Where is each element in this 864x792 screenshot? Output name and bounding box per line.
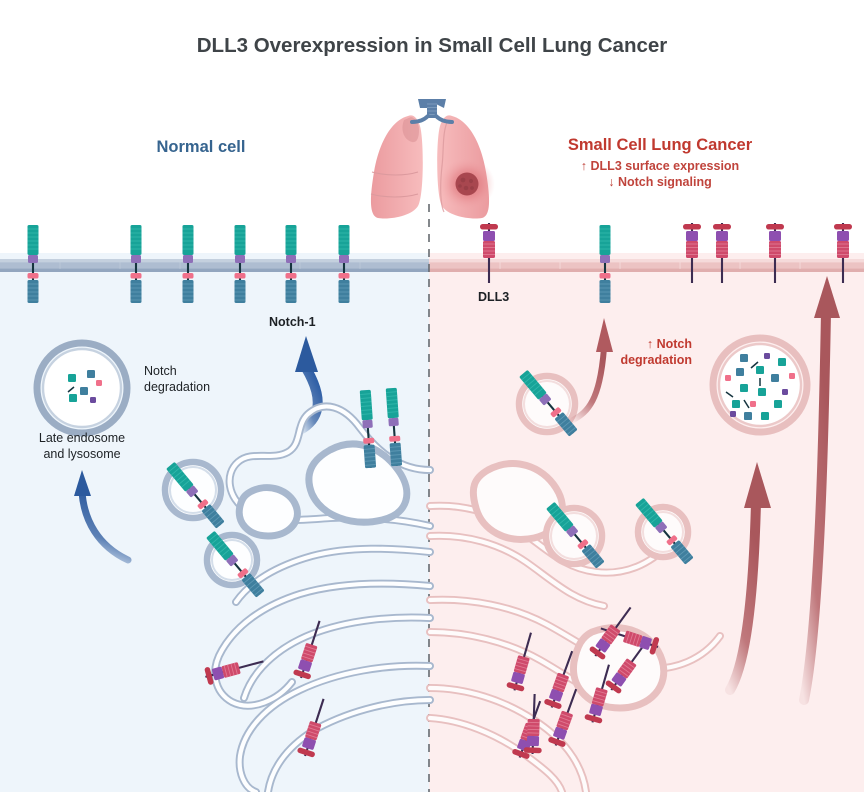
late-endosome-label-line1: Late endosome <box>39 431 125 445</box>
plasma-membrane-normal <box>0 259 429 272</box>
right-subline-2: ↓ Notch signaling <box>608 175 711 189</box>
dll3-trafficking-arrow-inner <box>570 318 613 423</box>
notch-degradation-label-line1: Notch <box>144 364 177 378</box>
notch-degradation-up-label-line2: degradation <box>620 353 692 367</box>
notch1-label: Notch-1 <box>269 315 316 329</box>
plasma-membrane-cancer <box>429 259 864 272</box>
dll3-trafficking-arrow-outer <box>799 276 840 705</box>
late-endosome-lysosome-normal <box>33 339 131 437</box>
left-panel-heading: Normal cell <box>157 138 246 156</box>
right-panel-heading: Small Cell Lung Cancer <box>568 136 753 154</box>
lysosome-cancer <box>709 334 811 436</box>
notch-degradation-label-line2: degradation <box>144 380 210 394</box>
right-subline-1: ↑ DLL3 surface expression <box>581 159 739 173</box>
dll3-label: DLL3 <box>478 290 509 304</box>
notch-degradation-arrow-cancer <box>725 462 771 695</box>
endosomal-vesicles-normal <box>161 458 266 599</box>
notch-degradation-arrow <box>74 470 132 564</box>
page-title: DLL3 Overexpression in Small Cell Lung C… <box>197 34 668 57</box>
late-endosome-label-line2: and lysosome <box>43 447 120 461</box>
endosomal-blobs-normal <box>235 440 411 540</box>
endosomal-vesicles-cancer <box>515 368 695 570</box>
notch-degradation-up-label-line1: ↑ Notch <box>647 337 692 351</box>
lung-illustration <box>370 99 495 219</box>
endosomal-lumen-normal <box>213 404 433 792</box>
